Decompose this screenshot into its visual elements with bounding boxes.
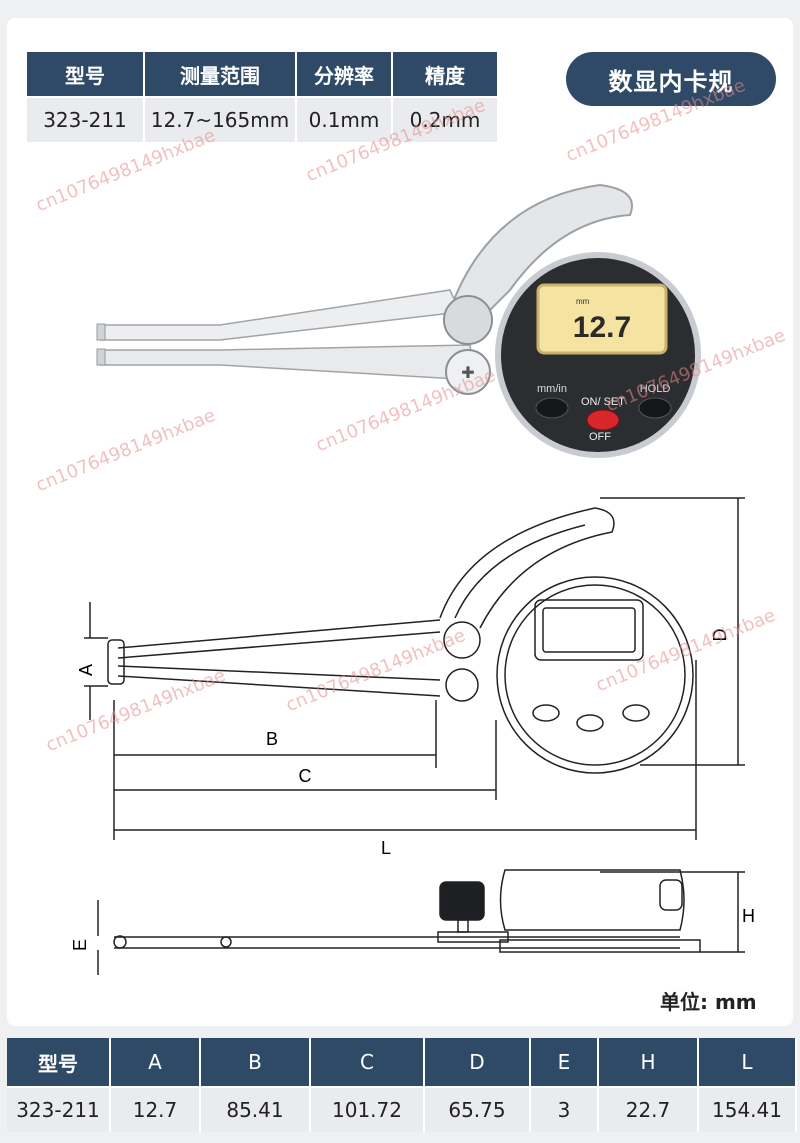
dim-cell-b: 85.41	[200, 1086, 311, 1132]
dim-header-model: 型号	[7, 1038, 111, 1087]
dim-label-l: L	[381, 838, 391, 858]
front-view-drawing	[84, 497, 745, 840]
dim-header-h: H	[598, 1038, 699, 1087]
spec-header-accuracy: 精度	[392, 52, 499, 97]
dim-cell-model: 323-211	[7, 1086, 111, 1132]
spec-cell-accuracy: 0.2mm	[392, 96, 499, 142]
mm-in-label: mm/in	[537, 383, 567, 395]
dim-cell-d: 65.75	[424, 1086, 531, 1132]
dim-header-c: C	[310, 1038, 425, 1087]
dim-label-h: H	[742, 906, 755, 926]
svg-text:✚: ✚	[461, 365, 474, 382]
dim-header-l: L	[698, 1038, 797, 1087]
content-card	[7, 18, 793, 1026]
hold-button[interactable]	[638, 397, 672, 419]
dim-label-c: C	[299, 766, 312, 786]
dim-cell-e: 3	[530, 1086, 599, 1132]
lcd-unit: mm	[576, 297, 590, 306]
dim-header-d: D	[424, 1038, 531, 1087]
spec-header-resolution: 分辨率	[296, 52, 393, 97]
dim-cell-a: 12.7	[110, 1086, 201, 1132]
spec-cell-model: 323-211	[27, 96, 145, 142]
spec-header-model: 型号	[27, 52, 145, 97]
side-view-drawing	[97, 869, 745, 975]
dim-cell-h: 22.7	[598, 1086, 699, 1132]
spec-cell-range: 12.7~165mm	[144, 96, 297, 142]
on-set-button[interactable]	[586, 409, 620, 431]
dim-label-a: A	[76, 664, 96, 676]
dim-header-b: B	[200, 1038, 311, 1087]
dimension-table: 型号 A B C D E H L 323-211 12.7 85.41 101.…	[7, 1038, 797, 1132]
dim-label-b: B	[266, 729, 278, 749]
unit-note: 单位: mm	[660, 990, 757, 1014]
spec-table: 型号 测量范围 分辨率 精度 323-211 12.7~165mm 0.1mm …	[27, 52, 499, 142]
dim-label-d: D	[710, 629, 730, 642]
dim-cell-c: 101.72	[310, 1086, 425, 1132]
dim-cell-l: 154.41	[698, 1086, 797, 1132]
lcd-screen	[536, 283, 668, 355]
dim-label-e: E	[70, 939, 90, 951]
dim-header-a: A	[110, 1038, 201, 1087]
product-drawing: ✚ mm 12.7 mm/in ON/ SET OFF HOLD	[70, 183, 755, 975]
spec-cell-resolution: 0.1mm	[296, 96, 393, 142]
caliper-photo: ✚ mm 12.7 mm/in ON/ SET OFF HOLD	[96, 183, 701, 458]
off-label: OFF	[589, 431, 611, 443]
product-title: 数显内卡规	[566, 52, 776, 106]
spec-header-range: 测量范围	[144, 52, 297, 97]
dim-header-e: E	[530, 1038, 599, 1087]
mm-in-button[interactable]	[535, 397, 569, 419]
on-set-label: ON/ SET	[581, 396, 625, 408]
lcd-value: 12.7	[573, 311, 631, 344]
hold-label: HOLD	[640, 383, 671, 395]
